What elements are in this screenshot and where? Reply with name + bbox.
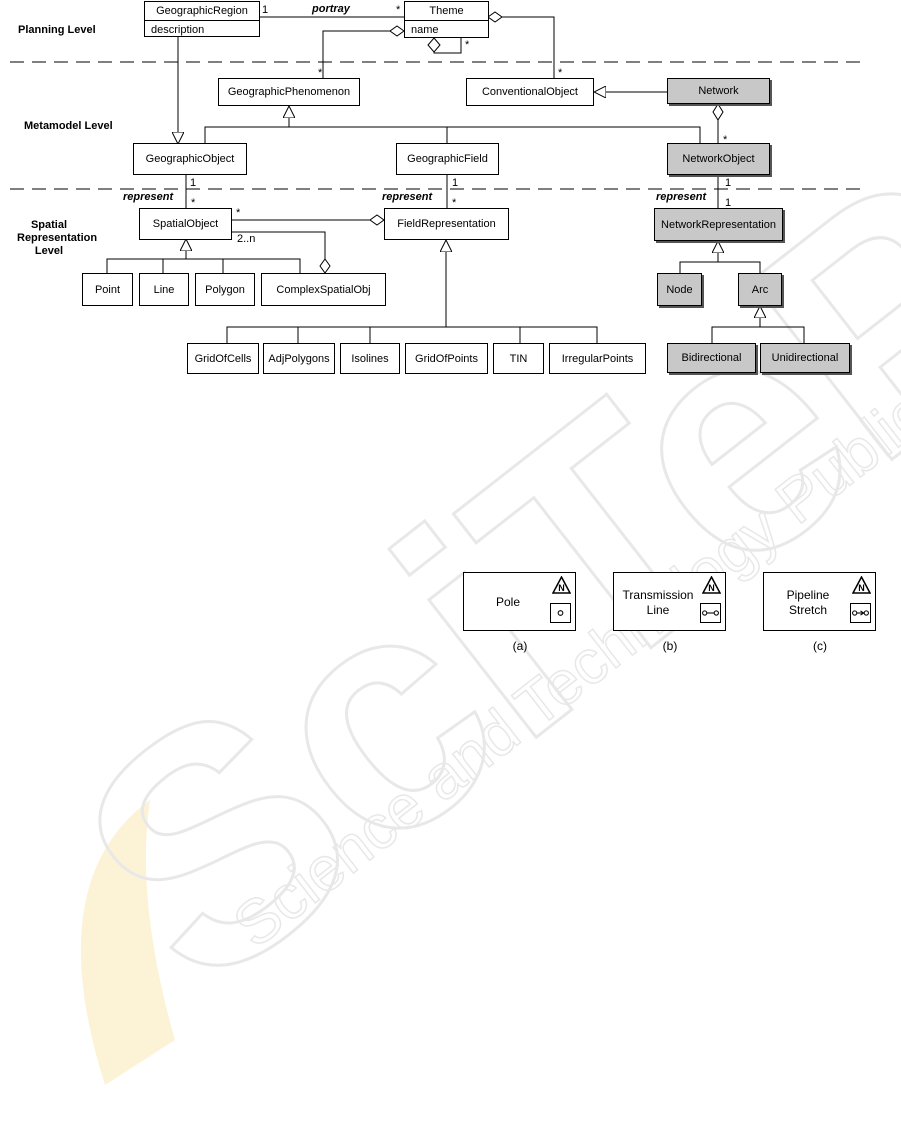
spatial-generalization-branches	[106, 258, 301, 273]
undirected-arc-symbol-icon	[700, 603, 721, 623]
svg-text:N: N	[558, 583, 565, 593]
multiplicity-label: *	[723, 134, 728, 146]
symbol-caption: (a)	[512, 639, 528, 653]
symbol-name: Pipeline Stretch	[786, 587, 830, 617]
planning-level-label: Planning Level	[18, 24, 96, 36]
class-attribute: description	[151, 24, 205, 36]
class-unidirectional: Unidirectional	[760, 343, 850, 373]
class-network: Network	[667, 78, 770, 104]
class-polygon: Polygon	[195, 273, 255, 306]
multiplicity-label: *	[396, 4, 401, 16]
class-conventional-object: ConventionalObject	[466, 78, 594, 106]
multiplicity-label: 1	[190, 177, 197, 189]
metamodel-level-label: Metamodel Level	[24, 120, 113, 132]
multiplicity-label: *	[236, 207, 241, 219]
multiplicity-label: 1	[725, 197, 732, 209]
theme-phenomenon-aggregation	[322, 30, 404, 78]
class-point: Point	[82, 273, 133, 306]
symbol-pipeline-stretch: Pipeline Stretch N	[763, 572, 876, 631]
multiplicity-label: *	[465, 39, 470, 51]
field-generalization-branches	[226, 326, 598, 343]
class-bidirectional: Bidirectional	[667, 343, 756, 373]
aggregation-diamond-icon	[369, 214, 385, 226]
network-badge-icon: N	[702, 576, 721, 594]
class-name: Theme	[405, 2, 488, 21]
class-grid-of-points: GridOfPoints	[405, 343, 488, 374]
class-name: GeographicRegion	[145, 2, 259, 21]
class-attribute: name	[411, 24, 439, 36]
multiplicity-label: *	[318, 67, 323, 79]
phenomenon-generalization-branches	[204, 126, 701, 143]
multiplicity-label: 1	[725, 177, 732, 189]
class-theme: Theme name	[404, 1, 489, 38]
arc-generalization-branches	[711, 326, 805, 343]
class-geographic-field: GeographicField	[396, 143, 499, 175]
symbol-caption: (b)	[662, 639, 678, 653]
represent-label: represent	[123, 191, 174, 203]
aggregation-diamond-icon	[712, 103, 724, 121]
class-field-representation: FieldRepresentation	[384, 208, 509, 240]
symbol-pole: Pole N	[463, 572, 576, 631]
multiplicity-label: *	[452, 197, 457, 209]
netrep-generalization-branches	[679, 261, 761, 273]
multiplicity-label: *	[191, 197, 196, 209]
directed-arc-symbol-icon	[850, 603, 871, 623]
class-network-representation: NetworkRepresentation	[654, 208, 783, 241]
class-complex-spatial-obj: ComplexSpatialObj	[261, 273, 386, 306]
symbol-name: Pole	[495, 595, 521, 609]
aggregation-diamond-icon	[389, 25, 405, 37]
class-isolines: Isolines	[340, 343, 400, 374]
represent-label: represent	[382, 191, 433, 203]
class-geographic-object: GeographicObject	[133, 143, 247, 175]
represent-label: represent	[656, 191, 707, 203]
class-node: Node	[657, 273, 702, 306]
network-badge-icon: N	[852, 576, 871, 594]
symbol-transmission-line: Transmission Line N	[613, 572, 726, 631]
portray-label: portray	[312, 3, 350, 15]
class-geographic-phenomenon: GeographicPhenomenon	[218, 78, 360, 106]
class-network-object: NetworkObject	[667, 143, 770, 175]
class-irregular-points: IrregularPoints	[549, 343, 646, 374]
multiplicity-label: *	[558, 67, 563, 79]
svg-text:N: N	[708, 583, 715, 593]
symbol-name: Transmission Line	[622, 587, 694, 617]
node-symbol-icon	[550, 603, 571, 623]
spatial-level-label: Spatial Representation Level	[17, 219, 98, 257]
theme-conventional-aggregation	[488, 16, 555, 78]
class-adj-polygons: AdjPolygons	[263, 343, 335, 374]
class-tin: TIN	[493, 343, 544, 374]
multiplicity-label: 1	[262, 4, 269, 16]
class-line: Line	[139, 273, 189, 306]
class-geographic-region: GeographicRegion description	[144, 1, 260, 37]
aggregation-diamond-icon	[487, 11, 503, 23]
multiplicity-label: 2..n	[237, 233, 256, 245]
class-arc: Arc	[738, 273, 782, 306]
multiplicity-label: 1	[452, 177, 459, 189]
class-grid-of-cells: GridOfCells	[187, 343, 259, 374]
network-badge-icon: N	[552, 576, 571, 594]
aggregation-diamond-icon	[319, 258, 331, 274]
class-spatial-object: SpatialObject	[139, 208, 232, 240]
symbol-caption: (c)	[813, 639, 827, 653]
complex-aggregation	[232, 231, 326, 259]
aggregation-diamond-icon	[427, 37, 441, 53]
svg-text:N: N	[858, 583, 865, 593]
